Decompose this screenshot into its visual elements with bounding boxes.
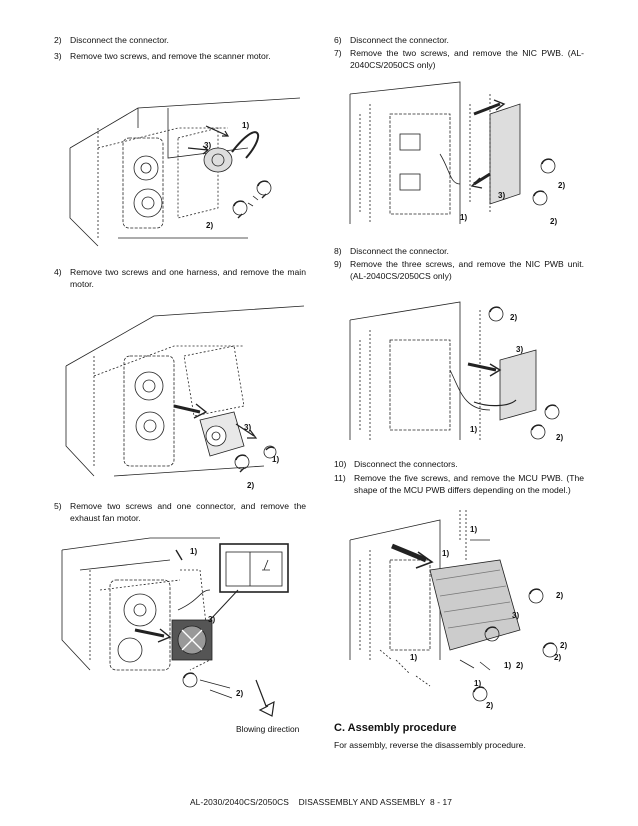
callout-label: 1) [410,653,417,662]
screw-icon [488,306,504,322]
callout-label: 3) [244,423,251,432]
callout-label: 1) [190,547,197,556]
step-3: 3) Remove two screws, and remove the sca… [54,50,306,62]
step-4: 4) Remove two screws and one harness, an… [54,266,306,290]
callout-label: 3) [516,345,523,354]
callout-label: 2) [247,481,254,490]
callout-label: 2) [556,433,563,442]
step-text: Remove the three screws, and remove the … [350,259,584,281]
figure-nic-pwb: 1) 2) 2) 3) [340,74,578,234]
callout-label: 2) [550,217,557,226]
step-number: 3) [54,51,62,61]
step-text: Remove two screws, and remove the scanne… [70,51,271,61]
callout-label: 1) [272,455,279,464]
callout-label: 2) [516,661,523,670]
callout-label: 2) [556,591,563,600]
screw-icon [542,642,558,658]
step-number: 9) [334,259,342,269]
step-7: 7) Remove the two screws, and remove the… [334,47,584,71]
screw-icon [532,190,548,206]
step-text: Disconnect the connector. [70,35,169,45]
step-8: 8) Disconnect the connector. [334,245,584,257]
callout-label: 1) [442,549,449,558]
callout-label: 1) [474,679,481,688]
callout-label: 1) [470,525,477,534]
callout-label: 1) [460,213,467,222]
callout-label: 1) [504,661,511,670]
screw-icon [263,445,277,459]
callout-label: 3) [204,141,211,150]
step-2: 2) Disconnect the connector. [54,34,306,46]
screw-icon [540,158,556,174]
screw-icon [234,454,250,473]
step-text: Disconnect the connectors. [354,459,458,469]
step-number: 5) [54,501,62,511]
step-text: Disconnect the connector. [350,246,449,256]
page-footer: AL-2030/2040CS/2050CS DISASSEMBLY AND AS… [190,797,453,807]
screw-icon [528,588,544,604]
step-number: 10) [334,459,347,469]
screw-icon [182,672,198,688]
blowing-direction-caption: Blowing direction [236,724,300,734]
step-6: 6) Disconnect the connector. [334,34,584,46]
screw-icon [472,686,488,702]
callout-label: 1) [242,121,249,130]
assembly-text: For assembly, reverse the disassembly pr… [334,740,526,750]
figure-exhaust-fan: 1) 2) 3) [60,530,306,730]
step-text: Remove the five screws, and remove the M… [354,473,584,495]
callout-label: 2) [236,689,243,698]
callout-label: 3) [208,615,215,624]
callout-label: 2) [510,313,517,322]
step-text: Disconnect the connector. [350,35,449,45]
step-text: Remove the two screws, and remove the NI… [350,48,584,70]
callout-label: 2) [560,641,567,650]
screw-icon [544,404,560,420]
callout-label: 3) [512,611,519,620]
section-heading: C. Assembly procedure [334,722,457,734]
figure-nic-unit: 1) 2) 2) 3) [340,290,578,450]
step-number: 6) [334,35,342,45]
step-text: Remove two screws and one harness, and r… [70,267,306,289]
callout-label: 2) [554,653,561,662]
screw-icon [484,626,500,642]
step-number: 11) [334,473,346,483]
screw-icon [530,424,546,440]
step-text: Remove two screws and one connector, and… [70,501,306,523]
step-number: 7) [334,48,342,58]
step-5: 5) Remove two screws and one connector, … [54,500,306,524]
screw-icon [256,180,272,199]
callout-label: 2) [558,181,565,190]
screw-icon [232,200,248,219]
callout-label: 3) [498,191,505,200]
figure-mcu-pwb: 1) 1) 1) 1) 1) 2) 2) 2) 2) 2) 3) [340,500,580,720]
callout-label: 1) [470,425,477,434]
step-number: 8) [334,246,342,256]
step-number: 2) [54,35,62,45]
step-10: 10) Disconnect the connectors. [334,458,584,470]
figure-main-motor: 1) 2) 3) [64,296,304,492]
step-11: 11) Remove the five screws, and remove t… [334,472,584,496]
step-9: 9) Remove the three screws, and remove t… [334,258,584,282]
callout-label: 2) [206,221,213,230]
callout-label: 2) [486,701,493,710]
figure-scanner-motor: 1) 2) 3) [68,88,300,248]
step-number: 4) [54,267,62,277]
